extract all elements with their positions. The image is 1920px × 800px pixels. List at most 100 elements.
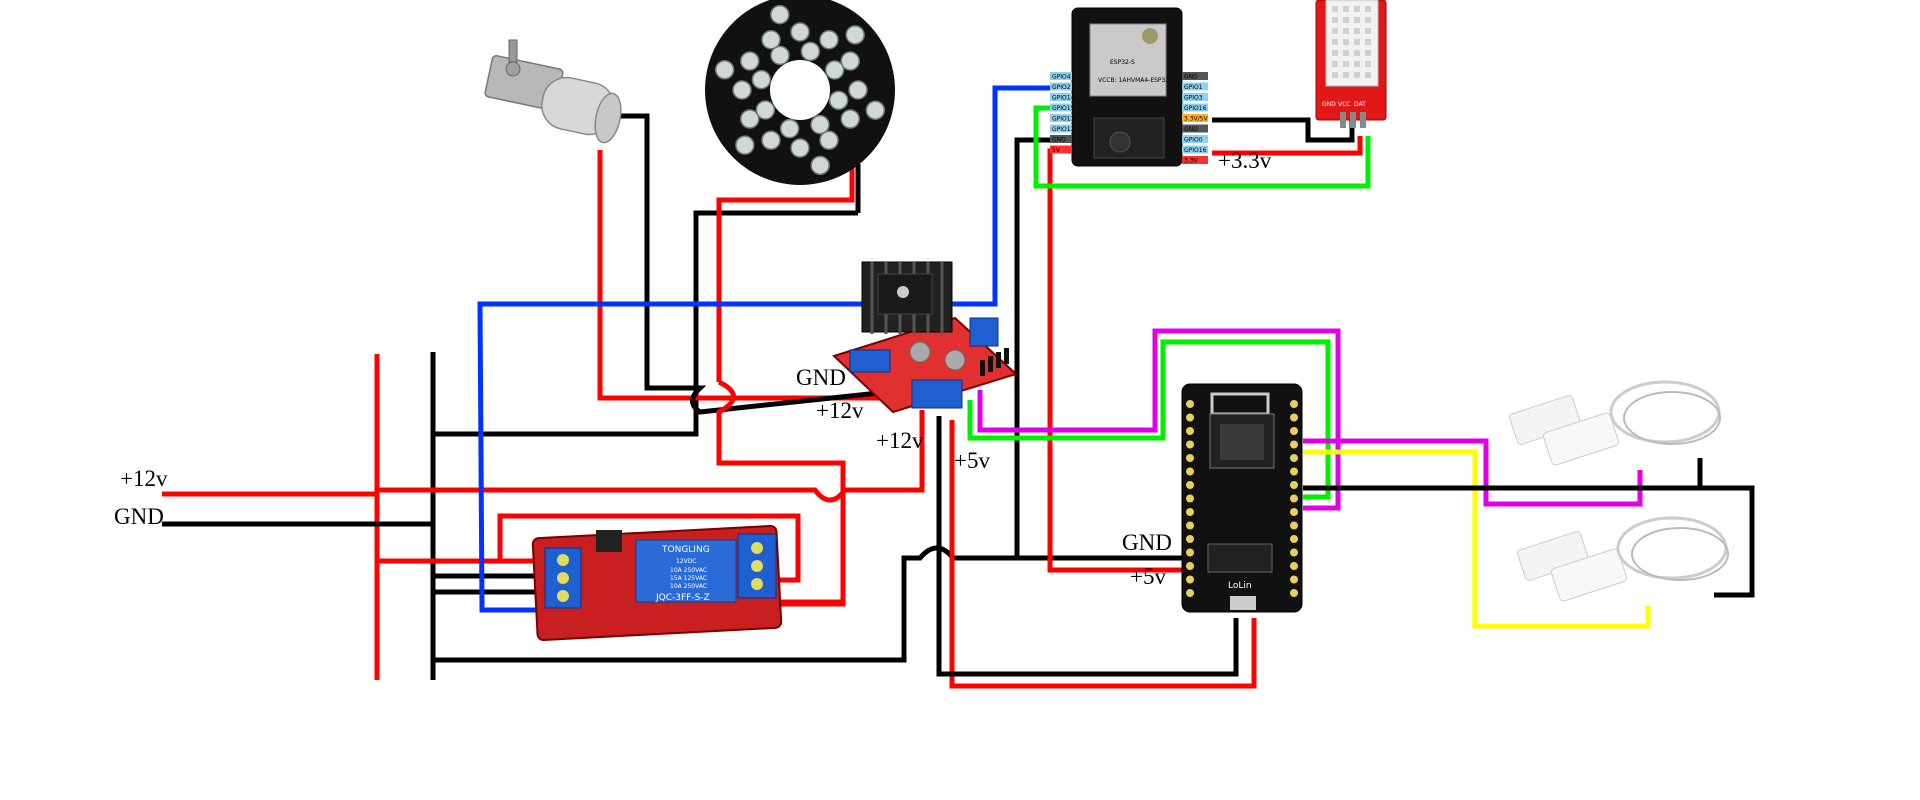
dht-grill-hole <box>1343 28 1349 34</box>
label-esp32-33v: +3.3v <box>1218 148 1272 173</box>
esp32-pin-label: GPIO16 <box>1184 147 1207 154</box>
esp32-pin <box>1050 124 1072 133</box>
nodemcu-pin <box>1186 467 1194 476</box>
nodemcu-pin <box>1186 589 1194 597</box>
ir-led <box>819 130 839 150</box>
ir-led <box>845 25 865 45</box>
ir-led <box>790 22 810 42</box>
wire-motor-red <box>597 150 880 401</box>
ir-led <box>810 155 830 176</box>
esp32-pin <box>1182 72 1208 80</box>
wire-bus-gnd-top <box>433 210 858 437</box>
ir-led <box>779 118 800 139</box>
dht-grill-hole <box>1332 72 1338 78</box>
relay-module: TONGLING 12VDC 10A 250VAC 15A 125VAC 10A… <box>531 524 783 642</box>
nodemcu-pin <box>1186 548 1194 557</box>
label-input-12v: +12v <box>120 466 168 491</box>
esp32-pin-label: GPIO14 <box>1052 95 1075 102</box>
ir-led <box>810 114 830 135</box>
esp32-pin-label: GPIO0 <box>1184 137 1203 144</box>
wire-motor-black <box>620 113 889 415</box>
dht-grill-hole <box>1343 72 1349 78</box>
ir-led <box>770 4 790 25</box>
label-nodemcu-gnd: GND <box>1122 530 1172 555</box>
esp32-pin <box>1182 114 1208 122</box>
nodemcu-brand: LoLin <box>1228 581 1252 591</box>
ir-led <box>819 30 839 50</box>
esp32-pin-label: GPIO16 <box>1184 105 1207 112</box>
nodemcu-pin <box>1290 521 1298 530</box>
esp32-chip-sub: VCCB: 1AHVMA4-ESP32 <box>1098 77 1169 84</box>
dht-grill-hole <box>1354 61 1360 67</box>
nodemcu-pin <box>1186 440 1194 449</box>
esp32-pin <box>1182 145 1208 154</box>
nodemcu-pin <box>1290 400 1298 408</box>
dht-sensor: DAT VCC GND <box>1315 0 1387 128</box>
esp32-pin-label: GPIO1 <box>1184 84 1203 91</box>
dht-pin-vcc: VCC <box>1338 101 1350 108</box>
esp32-pin-label: GND <box>1184 126 1198 133</box>
reed-switch-bottom <box>1517 516 1729 602</box>
label-nodemcu-5v: +5v <box>1130 564 1166 589</box>
ir-led-ring <box>705 0 895 185</box>
wire-green-dht <box>1033 105 1371 189</box>
motor-driver <box>832 261 1018 414</box>
wire-black-reed-bus <box>1303 485 1755 598</box>
dht-grill-hole <box>1365 6 1371 12</box>
nodemcu-pin <box>1290 562 1298 570</box>
ir-led <box>840 109 860 129</box>
ir-led <box>790 138 810 158</box>
relay-rating-4: 10A 250VAC <box>670 583 707 590</box>
esp32-pin <box>1050 135 1072 143</box>
wire-ir-red <box>716 164 855 382</box>
wire-relay-loop <box>497 513 801 583</box>
esp32-pin-label: GND <box>1184 74 1198 81</box>
nodemcu-board: LoLin <box>1181 383 1303 613</box>
dht-grill-hole <box>1332 61 1338 67</box>
wire-blue-signal <box>477 85 1058 613</box>
esp32-pin-label: GPIO15 <box>1052 105 1075 112</box>
dht-grill-hole <box>1343 39 1349 45</box>
wire-black-dht <box>1212 117 1355 143</box>
wire-magenta-driver <box>977 328 1341 511</box>
label-driver-12v-a: +12v <box>816 398 864 423</box>
wire-green-driver <box>967 339 1331 500</box>
nodemcu-pin <box>1290 508 1298 516</box>
wire-magenta-reed <box>1303 438 1643 507</box>
nodemcu-pin <box>1290 535 1298 543</box>
nodemcu-pin <box>1186 427 1194 435</box>
ir-led <box>865 100 886 120</box>
relay-rating-1: 12VDC <box>676 558 697 565</box>
esp32-pin <box>1050 114 1072 122</box>
esp32-pin <box>1050 103 1072 112</box>
nodemcu-pin <box>1186 481 1194 489</box>
esp32-pin <box>1050 72 1072 80</box>
dht-grill-hole <box>1365 39 1371 45</box>
wire-ir-red-bump <box>716 379 846 607</box>
ir-led <box>770 45 790 66</box>
ir-led <box>714 60 735 80</box>
nodemcu-pin <box>1290 454 1298 462</box>
ir-led <box>824 60 845 80</box>
dht-grill-hole <box>1343 17 1349 23</box>
dht-grill-hole <box>1332 28 1338 34</box>
wire-bus-to-driver-12v <box>377 410 925 503</box>
nodemcu-pins <box>1186 400 1298 597</box>
wire-esp-gnd-down <box>1014 137 1072 558</box>
dht-grill-hole <box>1354 39 1360 45</box>
ir-led <box>761 130 781 150</box>
nodemcu-pin <box>1186 494 1194 503</box>
dht-grill-hole <box>1343 61 1349 67</box>
esp32-pin <box>1182 156 1208 164</box>
esp32-pin <box>1050 93 1072 101</box>
relay-model: JQC-3FF-S-Z <box>655 593 710 603</box>
nodemcu-pin <box>1290 440 1298 449</box>
esp32-pin <box>1182 93 1208 101</box>
dht-grill-hole <box>1354 72 1360 78</box>
nodemcu-pin <box>1186 521 1194 530</box>
nodemcu-pin <box>1290 548 1298 557</box>
geared-motor <box>484 39 622 144</box>
dht-grill-hole <box>1332 39 1338 45</box>
